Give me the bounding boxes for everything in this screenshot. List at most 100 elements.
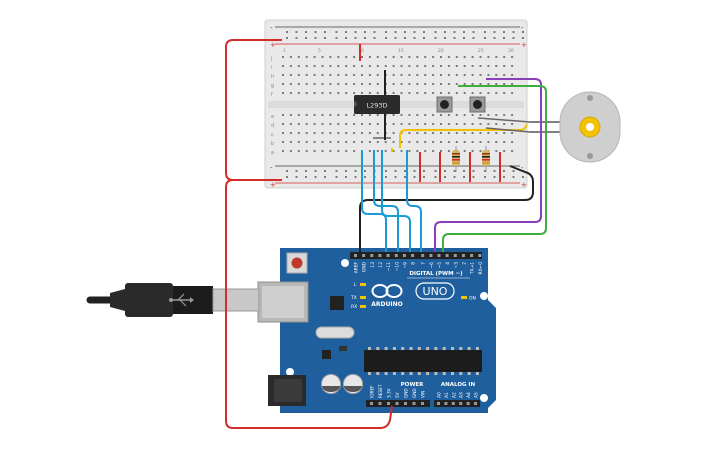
breadboard-hole	[432, 132, 435, 134]
rail-hole	[345, 31, 347, 33]
breadboard-hole	[479, 92, 482, 94]
power-pin-label: GND	[412, 388, 417, 398]
breadboard-hole	[289, 141, 292, 143]
breadboard-hole	[368, 74, 371, 76]
rail-hole	[286, 31, 288, 33]
digital-pin-hole	[394, 254, 398, 257]
digital-pin-label: 2	[461, 262, 467, 265]
breadboard-hole	[368, 56, 371, 58]
rail-hole	[385, 31, 387, 33]
row-letter-f: f	[271, 92, 273, 98]
rail-hole	[345, 37, 347, 39]
breadboard-hole	[297, 65, 300, 67]
breadboard-hole	[337, 123, 340, 125]
power-header-pins	[370, 402, 424, 405]
breadboard-hole	[447, 74, 450, 76]
chip-notch	[354, 101, 357, 107]
power-pin-hole	[404, 402, 407, 405]
row-letter-h: h	[271, 74, 274, 80]
breadboard-hole	[440, 150, 442, 152]
breadboard-hole	[416, 114, 419, 116]
breadboard-hole	[463, 123, 466, 125]
breadboard-hole	[282, 150, 284, 152]
rail-plus-label-top: +	[270, 41, 276, 49]
breadboard-hole	[392, 74, 395, 76]
breadboard-hole	[511, 132, 514, 134]
rail-hole	[404, 37, 406, 39]
breadboard-hole	[440, 132, 442, 134]
breadboard-hole	[305, 74, 308, 76]
digital-pin-label: RX←0	[478, 262, 484, 275]
breadboard-hole	[400, 74, 403, 76]
breadboard-hole	[289, 74, 292, 76]
rail-hole	[295, 31, 298, 33]
breadboard-hole	[337, 83, 340, 85]
rail-hole	[345, 170, 347, 172]
mount-hole-3	[480, 394, 488, 402]
breadboard-hole	[353, 141, 356, 143]
breadboard-hole	[392, 132, 395, 134]
breadboard-hole	[289, 150, 292, 152]
breadboard-hole	[416, 65, 419, 67]
digital-pin-label: GND	[362, 261, 368, 272]
breadboard-hole	[361, 132, 363, 134]
digital-pin-label: TX→1	[470, 262, 476, 275]
rail-hole	[453, 37, 456, 39]
row-letter-b: b	[271, 141, 274, 147]
rail-hole	[512, 176, 515, 178]
atmega-pin	[376, 372, 380, 375]
digital-pin-label: ~11	[386, 262, 392, 271]
atmega-pin	[442, 347, 446, 350]
breadboard-hole	[353, 83, 356, 85]
breadboard-hole	[511, 123, 514, 125]
breadboard-hole	[479, 65, 482, 67]
breadboard-hole	[511, 56, 514, 58]
digital-pin-label: ~9	[402, 262, 408, 269]
led-tx-icon	[360, 296, 366, 299]
breadboard-hole	[313, 132, 316, 134]
rail-hole	[286, 37, 288, 39]
breadboard-hole	[368, 65, 371, 67]
resistor-1-band-3	[452, 159, 460, 161]
breadboard-hole	[361, 56, 363, 58]
breadboard-hole	[432, 83, 435, 85]
rail-hole	[512, 170, 515, 172]
rail-hole	[295, 37, 298, 39]
rail-hole	[324, 170, 326, 172]
power-header-label: POWER	[401, 382, 425, 388]
breadboard-hole	[297, 114, 300, 116]
breadboard-hole	[321, 74, 324, 76]
breadboard-hole	[376, 123, 379, 125]
breadboard-hole	[503, 132, 506, 134]
breadboard-hole	[495, 123, 498, 125]
capacitor-2-band	[344, 386, 362, 392]
power-pin-hole	[395, 402, 399, 405]
breadboard-hole	[321, 141, 324, 143]
breadboard-hole	[495, 65, 498, 67]
breadboard-hole	[282, 132, 284, 134]
breadboard-hole	[471, 114, 474, 116]
breadboard-hole	[503, 83, 506, 85]
rail-hole	[286, 176, 288, 178]
uno-badge	[415, 282, 455, 300]
breadboard-hole	[329, 141, 332, 143]
breadboard-hole	[424, 74, 427, 76]
motor-screw-top	[587, 95, 593, 101]
atmega-pin	[475, 372, 479, 375]
rail-hole	[453, 31, 456, 33]
breadboard-hole	[440, 74, 442, 76]
breadboard-hole	[424, 114, 427, 116]
usb-symbol-arrow	[190, 297, 194, 303]
breadboard-hole	[368, 92, 371, 94]
digital-pin-label: 12	[378, 262, 384, 268]
wire-blue-3	[381, 150, 411, 252]
wire-yellow	[399, 123, 528, 148]
rail-hole	[444, 176, 446, 178]
breadboard-hole	[511, 65, 514, 67]
usb-plug-metal	[212, 288, 260, 312]
rail-hole	[314, 37, 317, 39]
power-pin-hole	[387, 402, 390, 405]
breadboard-hole	[337, 141, 340, 143]
breadboard-hole	[495, 83, 498, 85]
